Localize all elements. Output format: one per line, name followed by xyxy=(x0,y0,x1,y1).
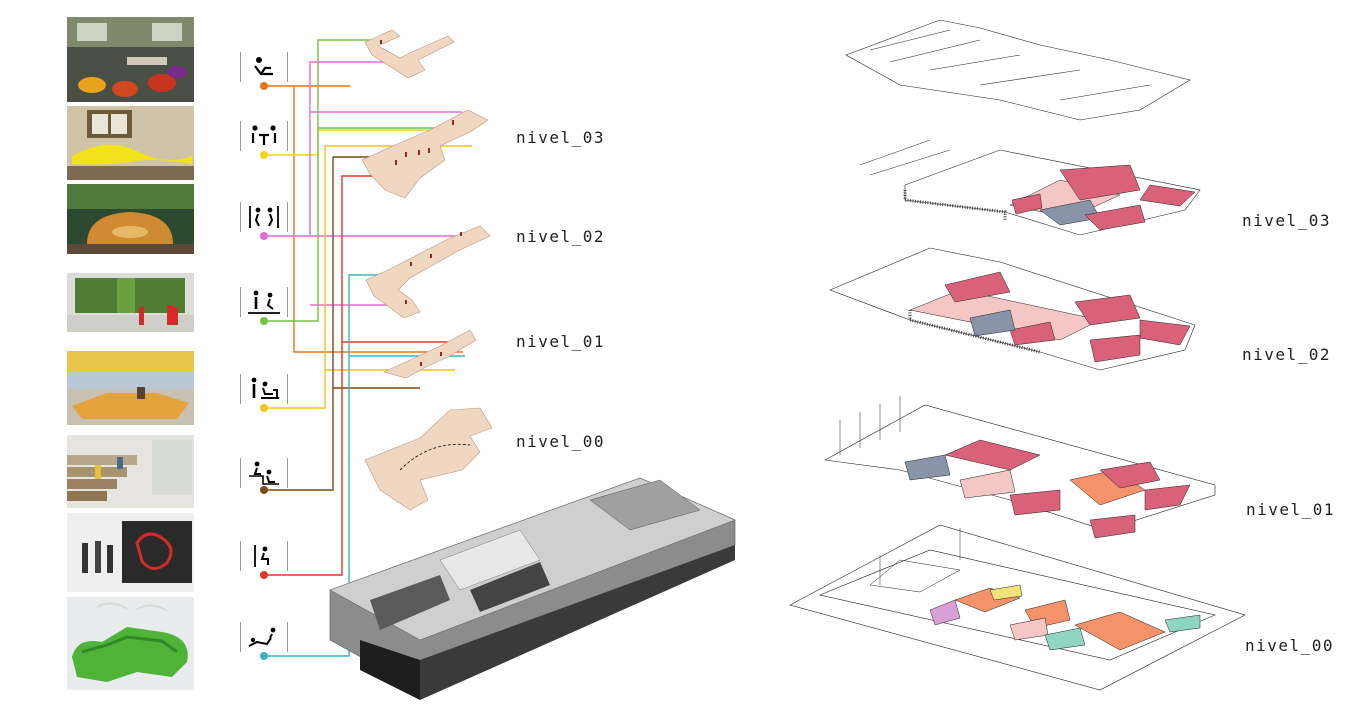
standing-and-seated-desk-icon xyxy=(240,287,288,317)
activity-dot-reclining xyxy=(260,652,268,660)
center-activity-floor-nivel-00 xyxy=(364,407,493,511)
center-level-label-00: nivel_00 xyxy=(516,432,606,451)
lounging-person-icon xyxy=(240,52,288,82)
photo-curved-wall-niche xyxy=(67,513,194,592)
right-level-label-03: nivel_03 xyxy=(1242,211,1332,230)
photo-green-modular-sofa xyxy=(67,597,194,690)
activity-dot-standing-desk xyxy=(260,317,268,325)
stair-seating-icon xyxy=(240,458,288,488)
right-roof-outline xyxy=(845,19,1191,121)
center-activity-floor-nivel-03 xyxy=(361,29,489,199)
photo-stair-seating xyxy=(67,435,194,508)
center-level-label-01: nivel_01 xyxy=(516,332,606,351)
activity-dot-single-seated xyxy=(260,571,268,579)
photo-round-booth-seating xyxy=(67,184,194,254)
activity-dot-group-table xyxy=(260,151,268,159)
right-level-label-01: nivel_01 xyxy=(1246,500,1336,519)
conversation-pair-icon xyxy=(240,202,288,232)
right-plan-nivel-00 xyxy=(789,524,1246,691)
right-plan-nivel-01 xyxy=(824,396,1216,539)
group-table-icon xyxy=(240,121,288,151)
right-plan-nivel-02 xyxy=(829,247,1196,371)
right-plan-nivel-03 xyxy=(859,139,1201,236)
center-activity-floor-nivel-02 xyxy=(365,225,491,319)
right-level-label-02: nivel_02 xyxy=(1242,345,1332,364)
right-level-label-00: nivel_00 xyxy=(1245,636,1335,655)
activity-dot-conversation xyxy=(260,232,268,240)
connector-conversation xyxy=(264,61,488,306)
activity-dot-standing-seated xyxy=(260,404,268,412)
activity-dot-lounging xyxy=(260,82,268,90)
photo-green-wall-lobby xyxy=(67,273,194,332)
center-level-label-02: nivel_02 xyxy=(516,227,606,246)
ghosted-building-model xyxy=(329,477,736,700)
center-level-label-03: nivel_03 xyxy=(516,128,606,147)
reclining-person-icon xyxy=(240,622,288,652)
standing-seated-work-icon xyxy=(240,374,288,404)
center-activity-floor-nivel-01 xyxy=(383,329,477,379)
photo-beanbag-lounge xyxy=(67,17,194,102)
single-seated-person-icon xyxy=(240,541,288,571)
connector-stair-seating xyxy=(264,156,420,491)
connector-lounging xyxy=(264,85,463,353)
activity-dot-stair-seating xyxy=(260,486,268,494)
photo-yellow-table-classroom xyxy=(67,106,194,180)
connector-single-seated xyxy=(264,175,460,576)
photo-wooden-platform-seating xyxy=(67,351,194,425)
